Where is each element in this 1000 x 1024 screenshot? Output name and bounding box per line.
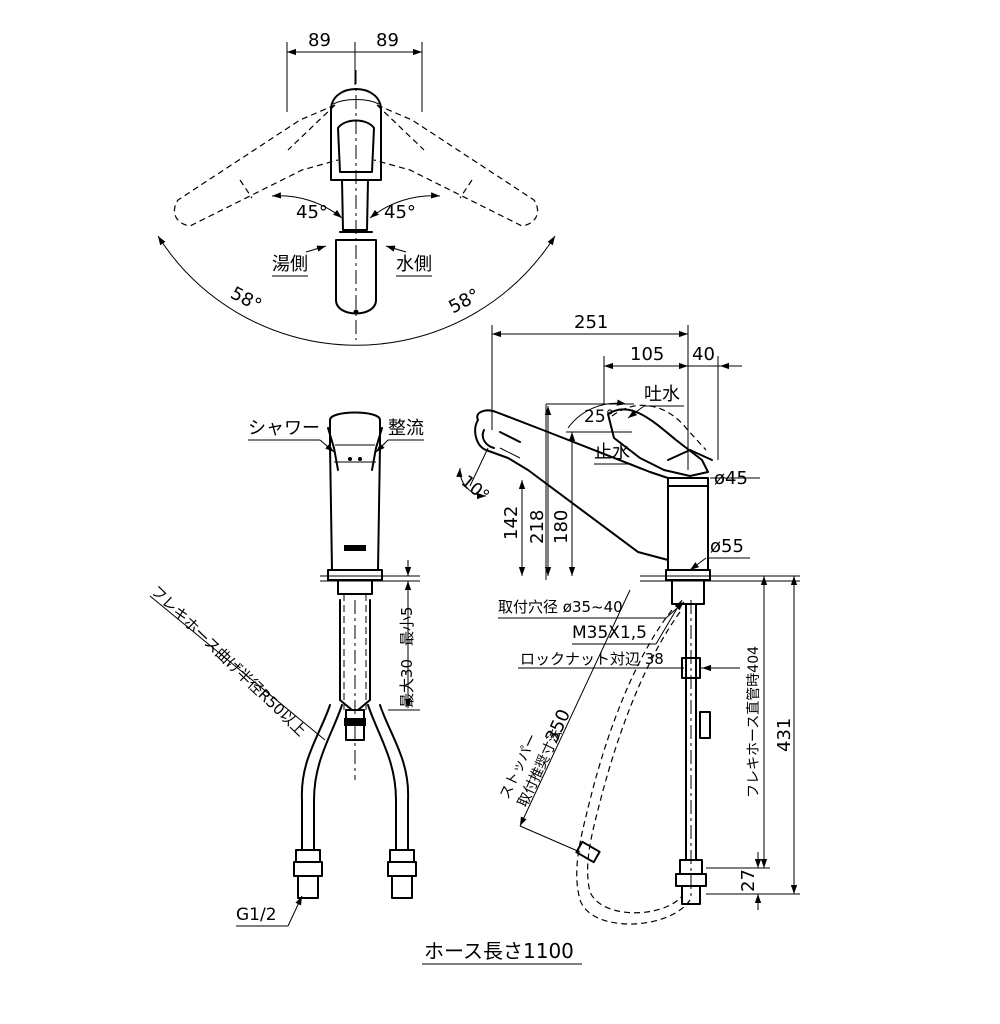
dim-89-left: 89 [308,30,331,51]
side-view: 251 105 40 吐水 止水 25° [456,312,800,925]
hose-length-label: ホース長さ1100 [424,939,574,963]
body-column [667,477,709,571]
dim-40: 40 [692,344,715,365]
lever-head [330,88,382,181]
spout-water-label: 吐水 [644,384,680,405]
mount-hole-label: 取付穴径 ø35~40 [498,598,623,616]
dim-min5: 最小5 [398,606,416,646]
dim-27: 27 [738,869,759,892]
top-view: 89 89 45° 45° 湯側 水側 [157,30,556,346]
angle-45-left: 45° [296,202,328,223]
swing-58-left: 58° [227,283,265,317]
shower-label: シャワー [248,418,320,439]
angle-10: 10° [457,472,493,507]
flex-hose-length-label: フレキホース直管時404 [745,646,762,798]
lever-rotated-left [173,104,339,227]
hot-side-label: 湯側 [272,254,308,275]
dim-431: 431 [774,718,795,752]
dim-max30: 最大30 [398,659,416,708]
dim-251: 251 [574,312,608,333]
thread-label: G1/2 [236,905,277,925]
cold-side-label: 水側 [396,254,432,275]
front-view: シャワー 整流 [147,411,582,965]
swing-arc [157,235,556,346]
straight-flow-label: 整流 [388,418,424,439]
angle-45-right: 45° [384,202,416,223]
dim-105: 105 [630,344,664,365]
dim-89-right: 89 [376,30,399,51]
spout-top [335,239,377,315]
stop-water-label: 止水 [594,442,630,463]
height-142: 142 [501,506,522,540]
dia-55: ø55 [710,536,744,557]
lever-rotated-right [373,104,539,227]
lock-nut-label: ロックナット対辺 38 [520,650,664,668]
height-180: 180 [551,510,572,544]
swing-58-right: 58° [445,285,483,319]
height-218: 218 [527,510,548,544]
angle-25: 25° [584,407,614,427]
